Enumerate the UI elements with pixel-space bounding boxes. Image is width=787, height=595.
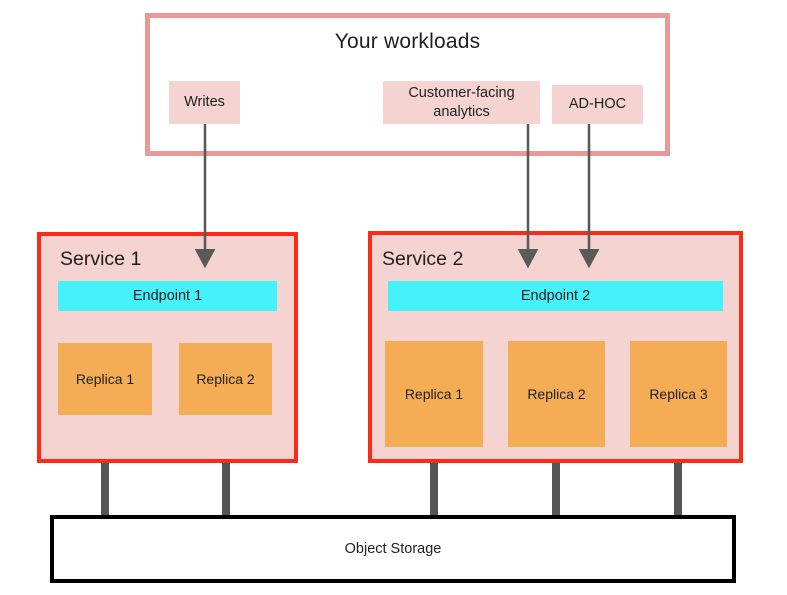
service-2-endpoint[interactable]: Endpoint 2 [388, 281, 723, 311]
connector-s1-replica1-storage [101, 413, 109, 519]
service-1-endpoint[interactable]: Endpoint 1 [58, 281, 277, 311]
service-1-replica-1[interactable]: Replica 1 [58, 343, 152, 415]
service-1-replica-2[interactable]: Replica 2 [179, 343, 272, 415]
workload-chip-ad-hoc[interactable]: AD-HOC [552, 85, 643, 124]
workloads-title: Your workloads [334, 30, 481, 53]
workload-chip-writes[interactable]: Writes [169, 81, 240, 124]
connector-s2-replica1-storage [430, 445, 438, 519]
service-2-title: Service 2 [382, 248, 464, 270]
service-2-replica-3[interactable]: Replica 3 [630, 341, 727, 447]
connector-s2-replica2-storage [552, 445, 560, 519]
connector-s1-replica2-storage [222, 413, 230, 519]
service-2-replica-2[interactable]: Replica 2 [508, 341, 605, 447]
service-1-title: Service 1 [60, 248, 142, 270]
workload-chip-customer-facing-analytics[interactable]: Customer-facing analytics [383, 81, 540, 124]
connector-s2-replica3-storage [674, 445, 682, 519]
service-2-replica-1[interactable]: Replica 1 [385, 341, 483, 447]
object-storage-box[interactable]: Object Storage [50, 515, 736, 583]
